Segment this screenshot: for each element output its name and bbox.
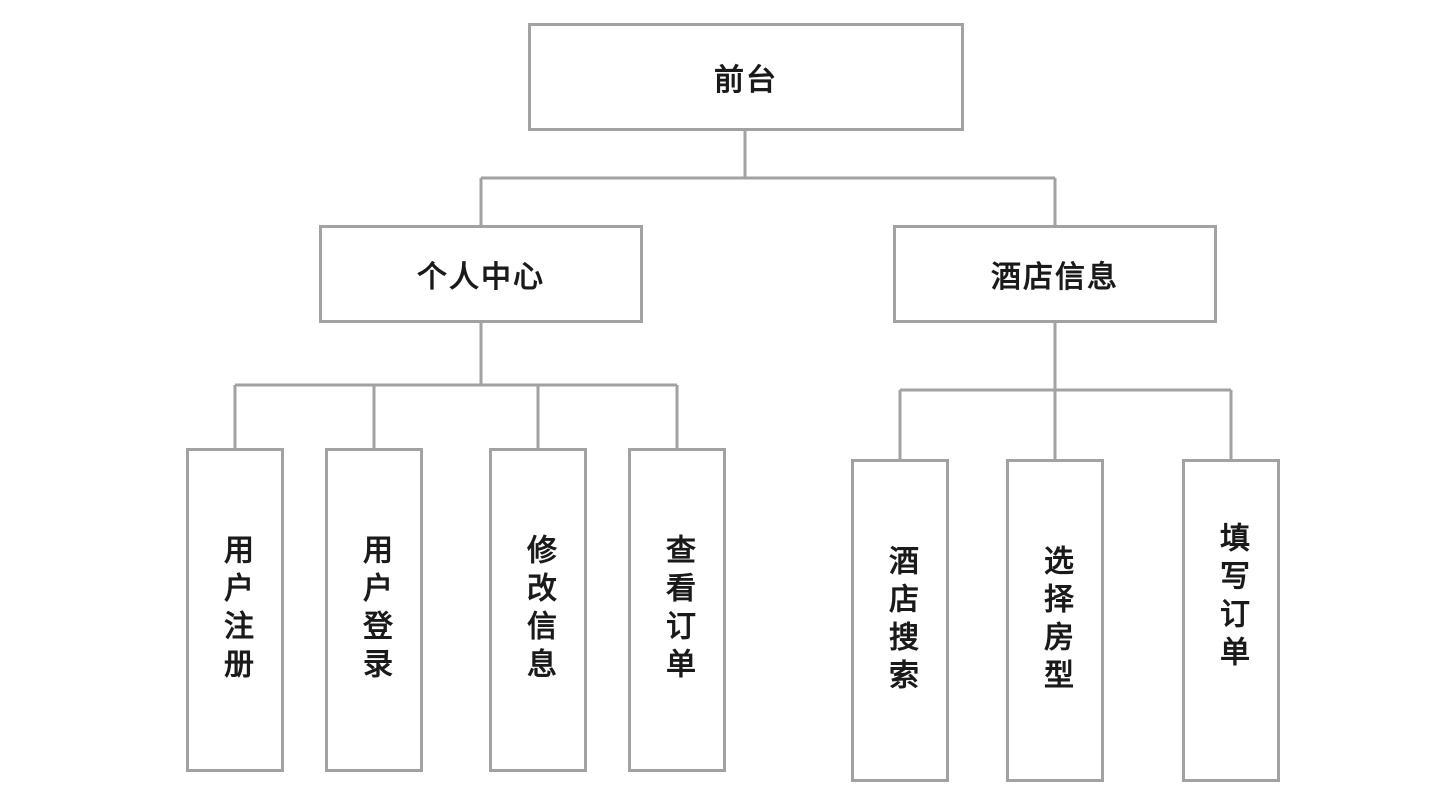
node-user-register-label: 用户注册 <box>218 534 253 686</box>
node-user-register: 用户注册 <box>186 448 284 772</box>
node-select-room: 选择房型 <box>1006 459 1104 782</box>
node-root-label: 前台 <box>714 63 778 98</box>
node-personal-center: 个人中心 <box>319 225 643 323</box>
node-hotel-info: 酒店信息 <box>893 225 1217 323</box>
node-user-login: 用户登录 <box>325 448 423 772</box>
node-fill-order: 填写订单 <box>1182 459 1280 782</box>
node-fill-order-label: 填写订单 <box>1214 522 1249 674</box>
node-root: 前台 <box>528 23 964 131</box>
node-modify-info: 修改信息 <box>489 448 587 772</box>
node-view-orders-label: 查看订单 <box>660 534 695 686</box>
node-view-orders: 查看订单 <box>628 448 726 772</box>
node-hotel-info-label: 酒店信息 <box>991 260 1119 295</box>
node-modify-info-label: 修改信息 <box>521 534 556 686</box>
node-hotel-search: 酒店搜索 <box>851 459 949 782</box>
node-select-room-label: 选择房型 <box>1038 544 1073 697</box>
node-hotel-search-label: 酒店搜索 <box>883 544 918 697</box>
node-personal-center-label: 个人中心 <box>417 260 545 295</box>
node-user-login-label: 用户登录 <box>357 534 392 686</box>
